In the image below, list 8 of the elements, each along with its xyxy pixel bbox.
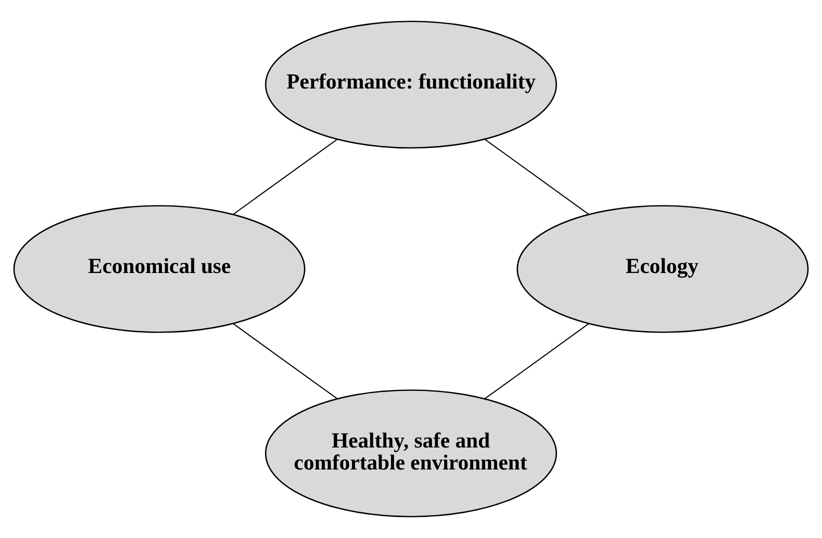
- node-ellipse: Ecology: [516, 205, 809, 333]
- connector: [484, 138, 590, 215]
- node-ellipse: Healthy, safe and comfortable environment: [264, 389, 558, 518]
- connector: [232, 138, 338, 215]
- node-ellipse: Economical use: [13, 205, 306, 333]
- node-ellipse: Performance: functionality: [264, 20, 558, 149]
- connector: [484, 323, 590, 400]
- connector: [232, 323, 338, 400]
